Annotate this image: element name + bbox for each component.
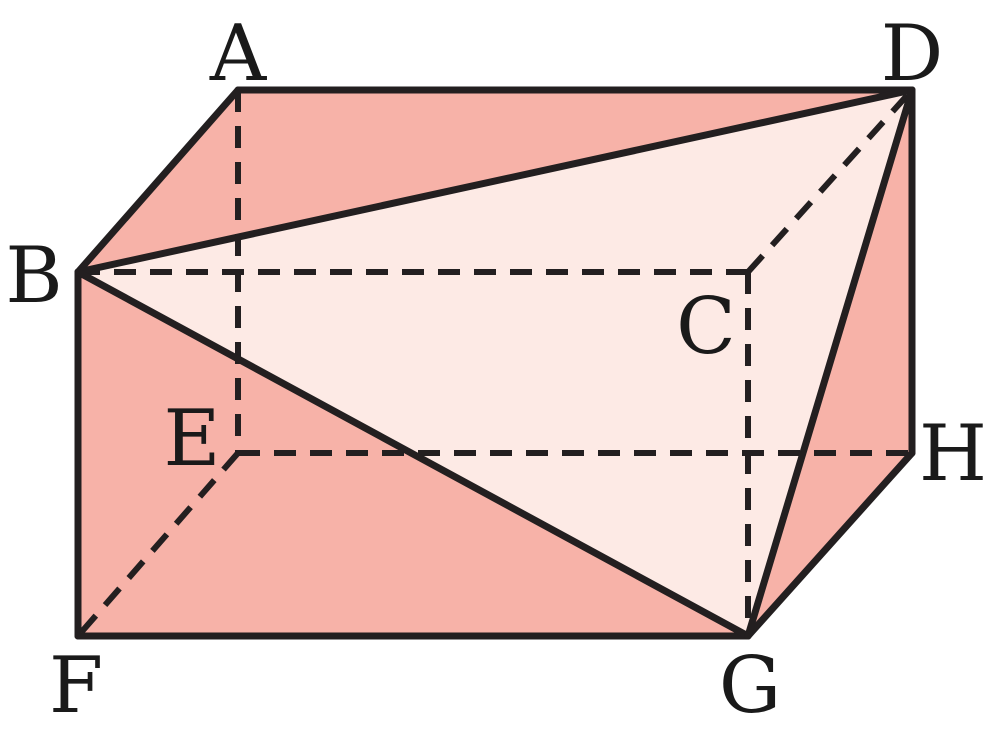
label-a: A xyxy=(209,9,268,99)
hidden-edge-cd xyxy=(745,87,915,275)
label-f: F xyxy=(49,641,103,731)
label-d: D xyxy=(881,9,944,99)
label-h: H xyxy=(919,409,987,499)
edge-bg xyxy=(74,268,752,640)
edge-dg xyxy=(744,86,916,640)
edge-ab xyxy=(74,86,242,276)
edge-bd xyxy=(74,86,916,276)
label-b: B xyxy=(5,231,62,321)
edge-gh xyxy=(744,449,916,640)
label-c: C xyxy=(676,282,736,372)
hidden-edge-ef xyxy=(75,451,241,638)
label-e: E xyxy=(164,394,221,484)
label-g: G xyxy=(719,641,781,731)
